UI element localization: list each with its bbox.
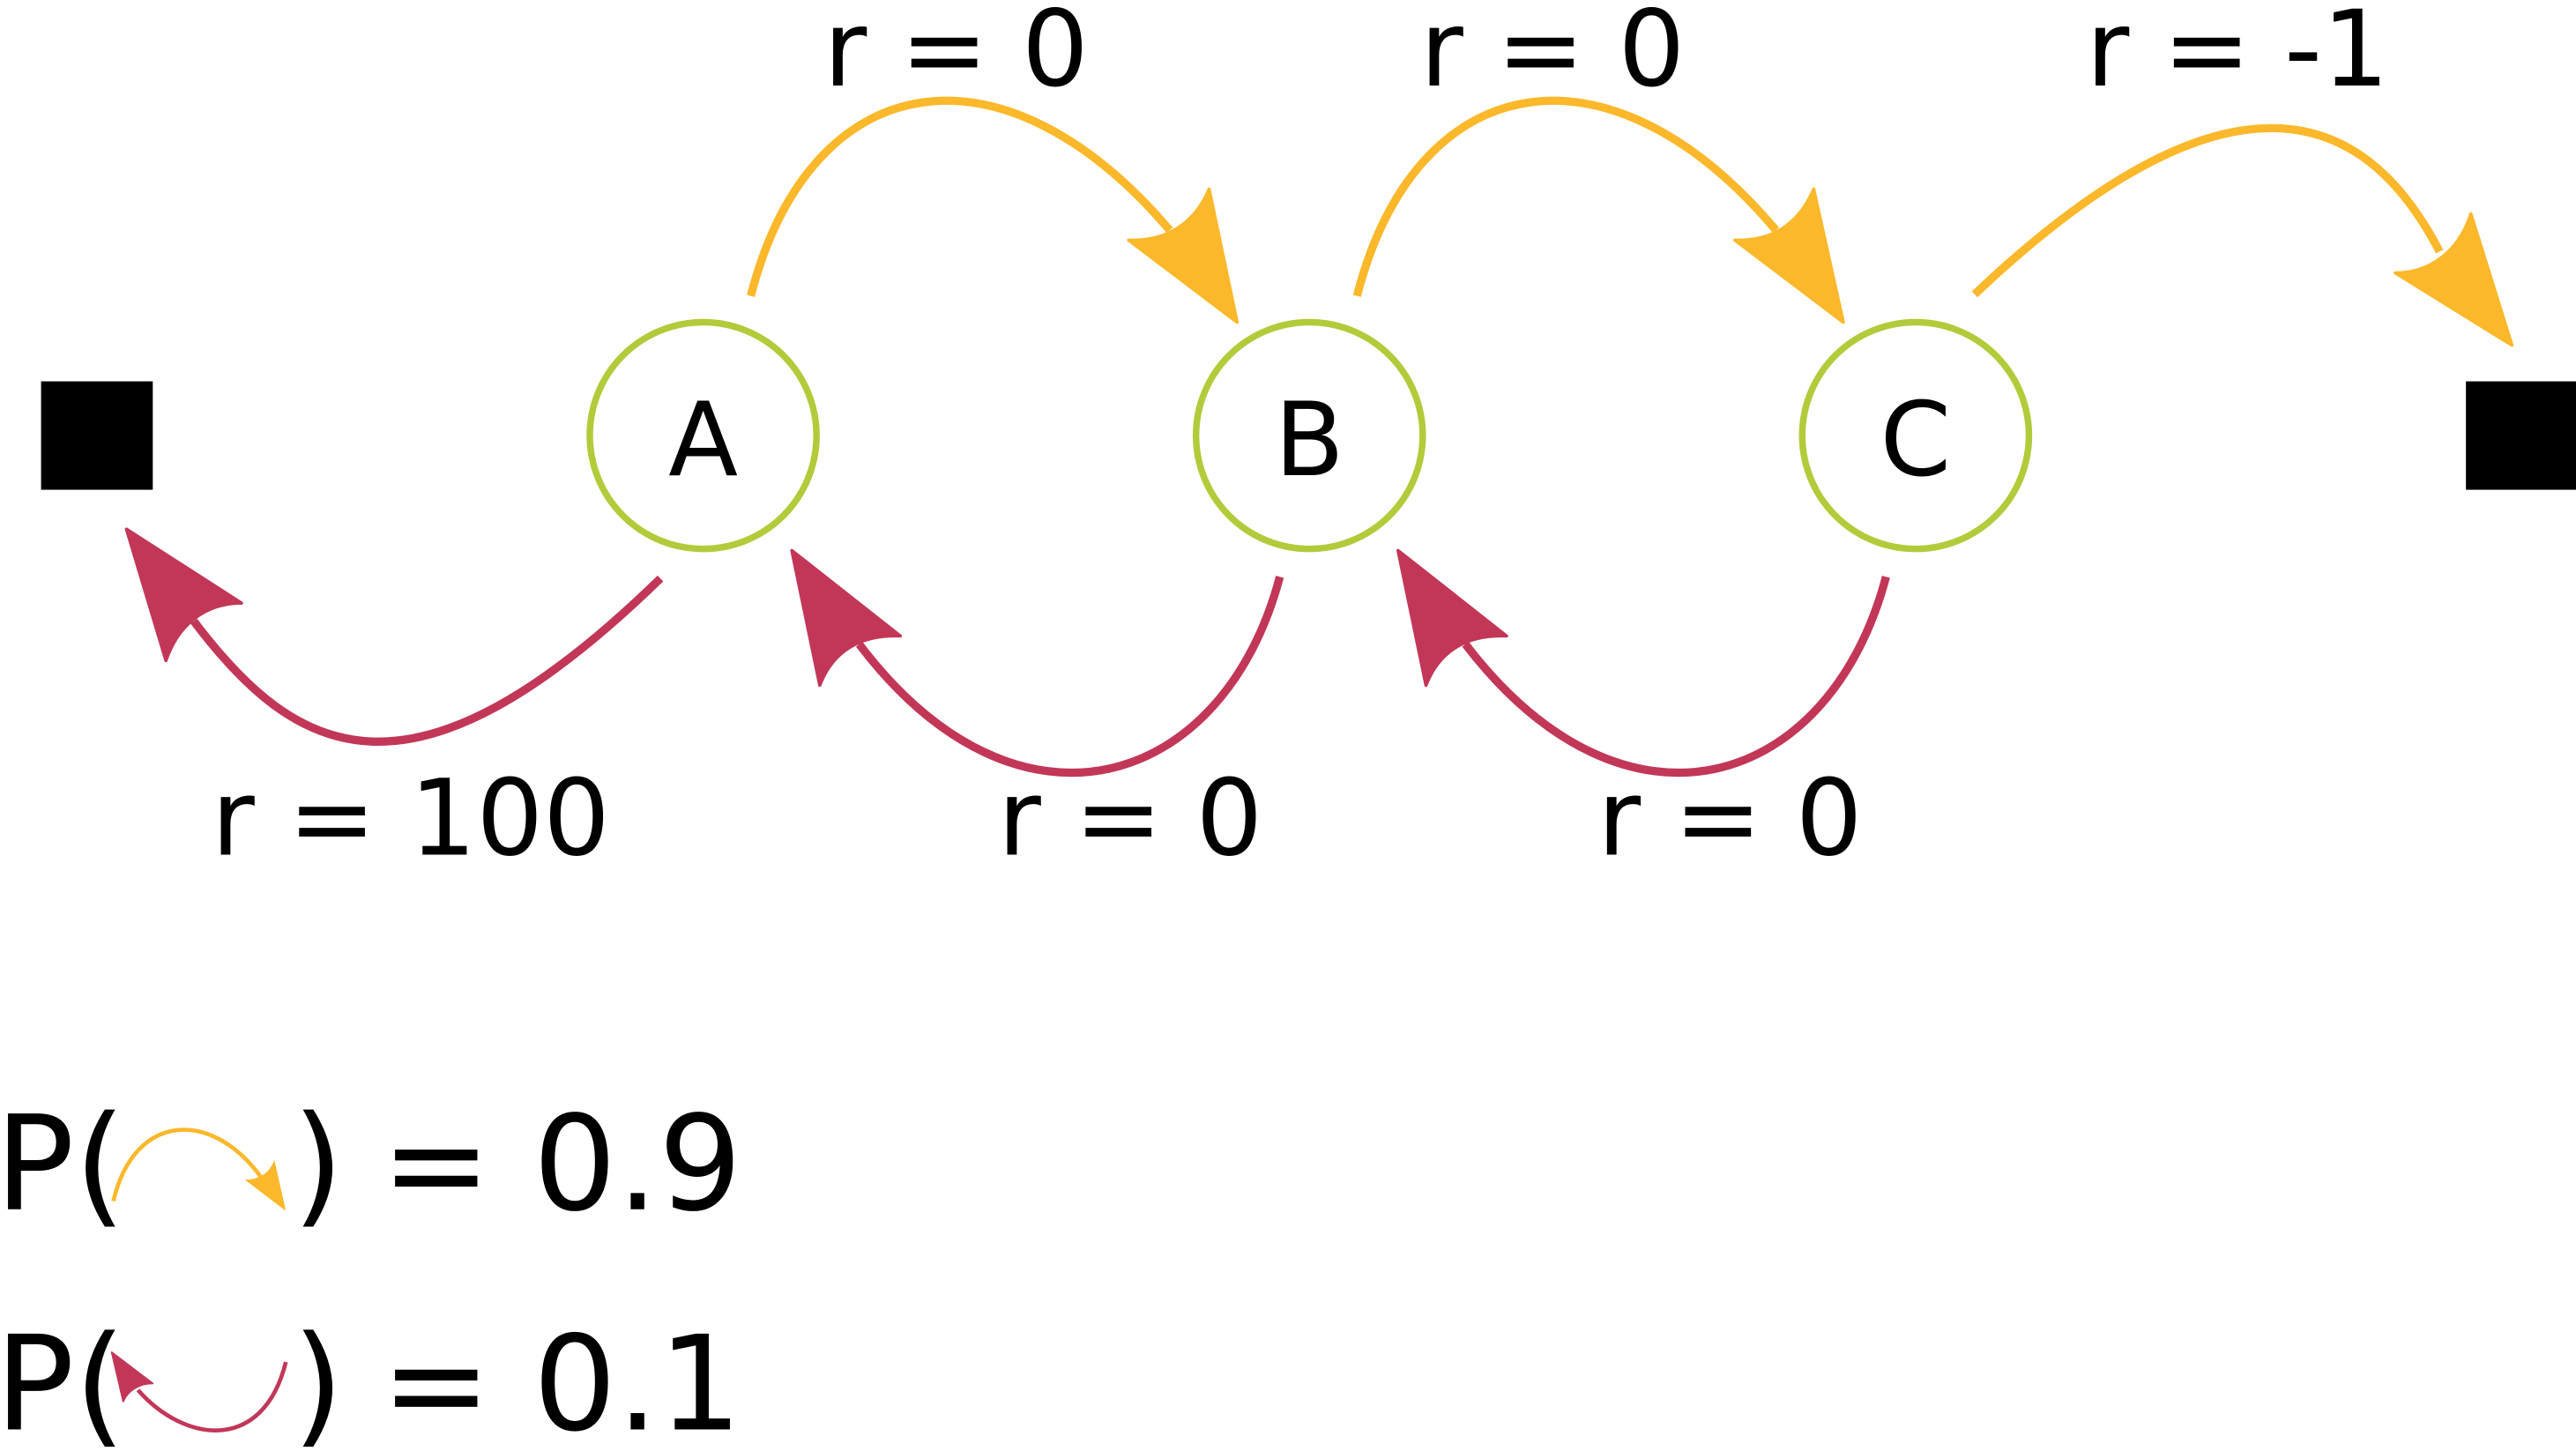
reward-label-b-to-c: r = 0	[1420, 0, 1686, 111]
state-node-b: B	[1192, 318, 1426, 553]
backward-arrow-b-to-a	[790, 548, 1284, 778]
forward-arrow-c-to-terminal	[1971, 123, 2514, 347]
forward-arrow-icon-head	[244, 1159, 287, 1211]
forward-arrow-icon	[111, 1127, 265, 1202]
legend-prefix: P(	[0, 1309, 125, 1451]
forward-arrow-a-to-b	[747, 96, 1240, 324]
legend-value: = 0.9	[381, 1089, 741, 1241]
state-node-a: A	[586, 318, 820, 553]
terminal-state-left	[41, 381, 153, 490]
state-node-c: C	[1798, 318, 2033, 553]
legend-forward-probability: P( ) = 0.9	[0, 1089, 742, 1241]
backward-arrow-c-to-b	[1396, 548, 1890, 778]
legend-suffix: )	[293, 1089, 344, 1241]
reward-label-a-to-terminal: r = 100	[212, 757, 610, 880]
backward-arrow-icon	[136, 1361, 288, 1432]
reward-label-a-to-b: r = 0	[823, 0, 1089, 111]
legend-value: = 0.1	[381, 1309, 741, 1451]
backward-arrow-icon-head	[110, 1351, 154, 1403]
backward-arrow-a-to-terminal	[124, 527, 664, 746]
reward-label-c-to-terminal: r = -1	[2086, 0, 2389, 111]
forward-arrow-b-to-c	[1352, 96, 1845, 324]
reward-label-b-to-a: r = 0	[998, 757, 1263, 880]
state-circle	[1798, 318, 2033, 553]
state-label: A	[668, 382, 738, 500]
legend-backward-probability: P( ) = 0.1	[0, 1309, 742, 1451]
state-label: C	[1880, 382, 1952, 500]
state-circle	[586, 318, 820, 553]
state-circle	[1192, 318, 1426, 553]
legend-suffix: )	[293, 1309, 344, 1451]
state-label: B	[1275, 382, 1344, 500]
legend-prefix: P(	[0, 1089, 125, 1241]
reward-label-c-to-b: r = 0	[1597, 757, 1863, 880]
terminal-state-right	[2466, 381, 2576, 490]
